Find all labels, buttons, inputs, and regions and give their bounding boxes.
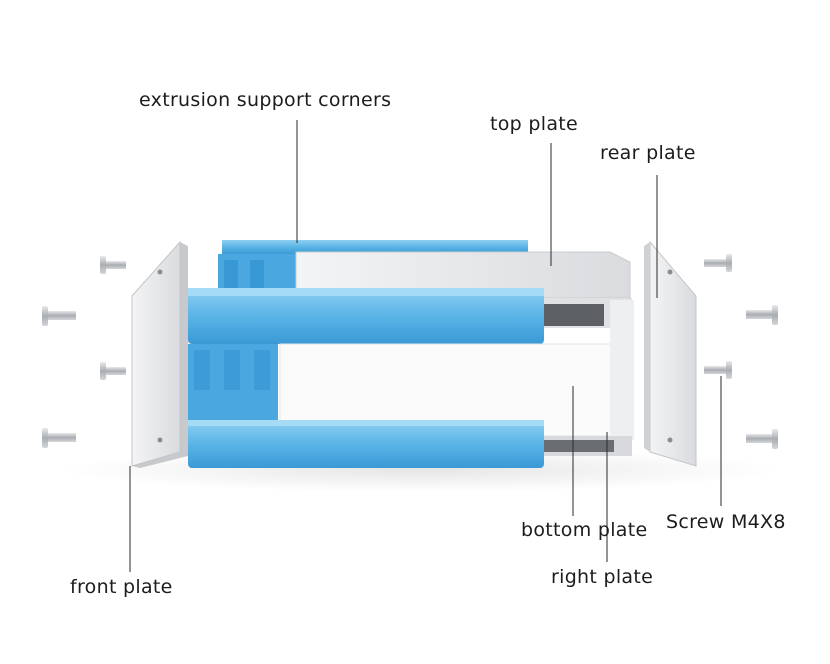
front-plate-shape bbox=[131, 240, 188, 468]
rear-plate-shape bbox=[644, 240, 697, 467]
front-extrusion-bottom bbox=[188, 392, 544, 468]
label-top-plate: top plate bbox=[490, 113, 578, 135]
label-extrusion-support-corners: extrusion support corners bbox=[139, 89, 392, 111]
front-extrusion-top bbox=[188, 288, 544, 392]
screw-icon bbox=[42, 428, 76, 448]
screw-icon bbox=[704, 361, 732, 379]
bottom-plate-shape bbox=[540, 436, 632, 456]
screws-left bbox=[42, 256, 126, 448]
rear-extrusion bbox=[218, 240, 528, 290]
label-bottom-plate: bottom plate bbox=[521, 519, 648, 541]
label-screw: Screw M4X8 bbox=[666, 511, 786, 533]
screw-icon bbox=[746, 305, 778, 325]
screw-icon bbox=[746, 429, 778, 449]
screw-icon bbox=[42, 306, 76, 326]
screw-icon bbox=[100, 256, 126, 274]
screw-icon bbox=[100, 362, 126, 380]
label-front-plate: front plate bbox=[70, 576, 173, 598]
screws-right bbox=[704, 254, 778, 449]
screw-icon bbox=[704, 254, 732, 272]
label-right-plate: right plate bbox=[551, 566, 654, 588]
top-plate-shape bbox=[295, 251, 632, 328]
label-rear-plate: rear plate bbox=[600, 142, 696, 164]
leader-lines bbox=[129, 120, 722, 572]
